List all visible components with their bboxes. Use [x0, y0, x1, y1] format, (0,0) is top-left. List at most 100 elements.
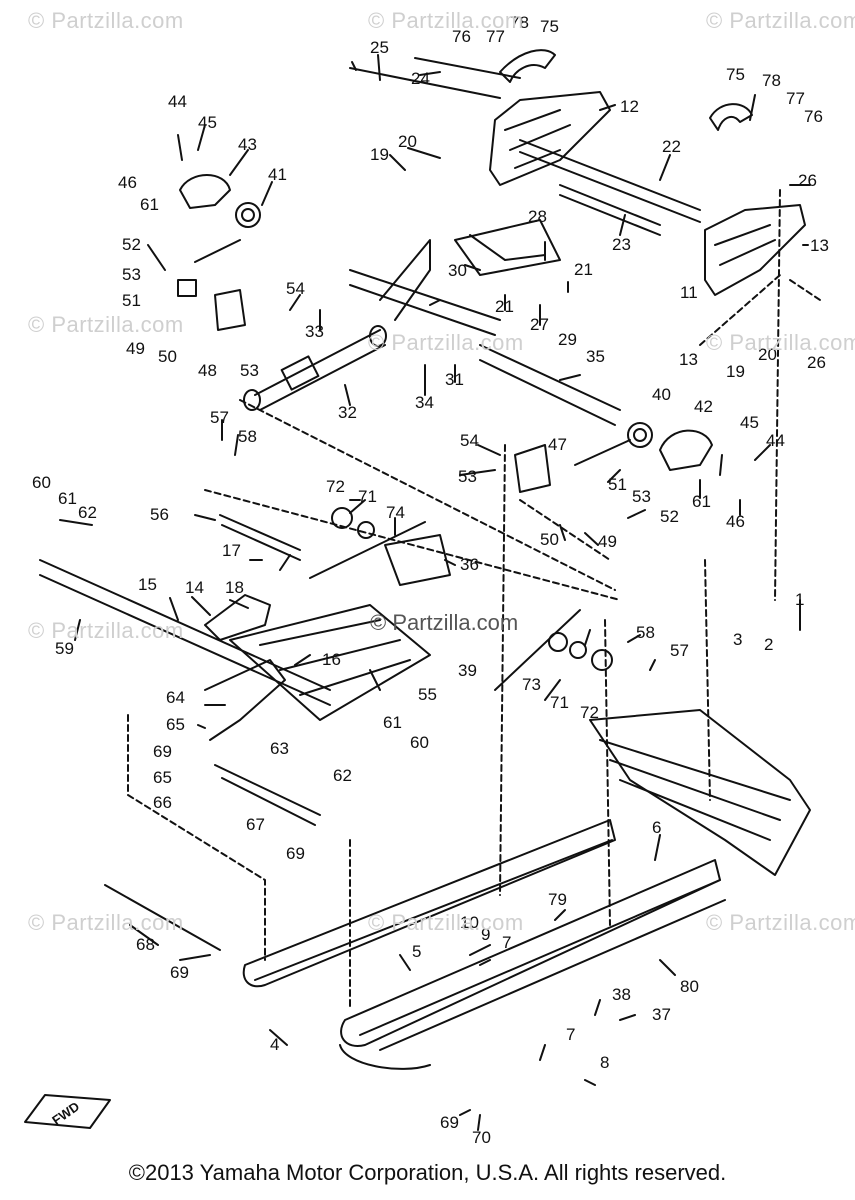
callout-24: 24 [411, 69, 430, 88]
callout-20a: 20 [398, 132, 417, 151]
callout-56: 56 [150, 505, 169, 524]
callout-17: 17 [222, 541, 241, 560]
callout-45a: 45 [198, 113, 217, 132]
callout-60a: 60 [32, 473, 51, 492]
callout-29: 29 [558, 330, 577, 349]
callout-73: 73 [522, 675, 541, 694]
callout-18: 18 [225, 578, 244, 597]
callout-13a: 13 [810, 236, 829, 255]
callout-61c: 61 [692, 492, 711, 511]
callout-16: 16 [322, 650, 341, 669]
callout-36: 36 [460, 555, 479, 574]
callout-58a: 58 [238, 427, 257, 446]
callout-46a: 46 [118, 173, 137, 192]
callout-31: 31 [445, 370, 464, 389]
callout-54b: 54 [460, 431, 479, 450]
callout-69c: 69 [170, 963, 189, 982]
callout-45b: 45 [740, 413, 759, 432]
callout-11: 11 [680, 283, 698, 302]
callout-46b: 46 [726, 512, 745, 531]
watermark-5: © Partzilla.com [368, 330, 524, 355]
callout-75a: 75 [540, 17, 559, 36]
callout-9: 9 [481, 925, 490, 944]
callout-47: 47 [548, 435, 567, 454]
callout-35: 35 [586, 347, 605, 366]
callout-7a: 7 [502, 933, 511, 952]
callout-60b: 60 [410, 733, 429, 752]
callout-74: 74 [386, 503, 405, 522]
callout-44b: 44 [766, 431, 785, 450]
callout-34: 34 [415, 393, 434, 412]
callout-44a: 44 [168, 92, 187, 111]
callout-67: 67 [246, 815, 265, 834]
callout-76a: 76 [452, 27, 471, 46]
callout-69a: 69 [153, 742, 172, 761]
callout-77a: 77 [486, 27, 505, 46]
callout-22: 22 [662, 137, 681, 156]
callout-62a: 62 [78, 503, 97, 522]
callout-69d: 69 [440, 1113, 459, 1132]
callout-40: 40 [652, 385, 671, 404]
callout-14: 14 [185, 578, 204, 597]
callout-13b: 13 [679, 350, 698, 369]
callout-71a: 71 [358, 487, 377, 506]
callout-72a: 72 [326, 477, 345, 496]
callout-19a: 19 [370, 145, 389, 164]
callout-51b: 51 [608, 475, 627, 494]
callout-77b: 77 [786, 89, 805, 108]
callout-53c: 53 [458, 467, 477, 486]
callout-68: 68 [136, 935, 155, 954]
copyright-notice: ©2013 Yamaha Motor Corporation, U.S.A. A… [128, 1160, 727, 1185]
callout-52b: 52 [660, 507, 679, 526]
callout-61b: 61 [140, 195, 159, 214]
callout-78a: 78 [510, 13, 529, 32]
callout-57b: 57 [670, 641, 689, 660]
callout-10: 10 [460, 913, 479, 932]
callout-12: 12 [620, 97, 639, 116]
callout-54a: 54 [286, 279, 305, 298]
callout-43: 43 [238, 135, 257, 154]
callout-79: 79 [548, 890, 567, 909]
callout-76b: 76 [804, 107, 823, 126]
callout-53b: 53 [240, 361, 259, 380]
callout-26b: 26 [807, 353, 826, 372]
callout-28: 28 [528, 207, 547, 226]
watermark-3: © Partzilla.com [706, 8, 855, 33]
callout-72b: 72 [580, 703, 599, 722]
callout-52a: 52 [122, 235, 141, 254]
callout-62b: 62 [333, 766, 352, 785]
callout-1: 1 [795, 590, 804, 609]
callout-27: 27 [530, 315, 549, 334]
watermark-2: © Partzilla.com [368, 8, 524, 33]
callout-61a: 61 [58, 489, 77, 508]
callout-6: 6 [652, 818, 661, 837]
callout-66: 66 [153, 793, 172, 812]
callout-53a: 53 [122, 265, 141, 284]
callout-2: 2 [764, 635, 773, 654]
callout-37: 37 [652, 1005, 671, 1024]
callout-4: 4 [270, 1035, 279, 1054]
fwd-arrow-label: FWD [49, 1099, 82, 1128]
callout-30: 30 [448, 261, 467, 280]
callout-51a: 51 [122, 291, 141, 310]
callout-15: 15 [138, 575, 157, 594]
callout-23: 23 [612, 235, 631, 254]
callout-50a: 50 [158, 347, 177, 366]
callout-32: 32 [338, 403, 357, 422]
callout-3: 3 [733, 630, 742, 649]
callout-26a: 26 [798, 171, 817, 190]
callout-19b: 19 [726, 362, 745, 381]
callout-65a: 65 [166, 715, 185, 734]
watermark-4: © Partzilla.com [28, 312, 184, 337]
callout-64: 64 [166, 688, 185, 707]
callout-61d: 61 [383, 713, 402, 732]
callout-48: 48 [198, 361, 217, 380]
callout-71b: 71 [550, 693, 569, 712]
callout-75b: 75 [726, 65, 745, 84]
watermark-6: © Partzilla.com [706, 330, 855, 355]
callout-21a: 21 [574, 260, 593, 279]
callout-41: 41 [268, 165, 287, 184]
callout-63: 63 [270, 739, 289, 758]
center-watermark: © Partzilla.com [370, 610, 519, 635]
callout-38: 38 [612, 985, 631, 1004]
